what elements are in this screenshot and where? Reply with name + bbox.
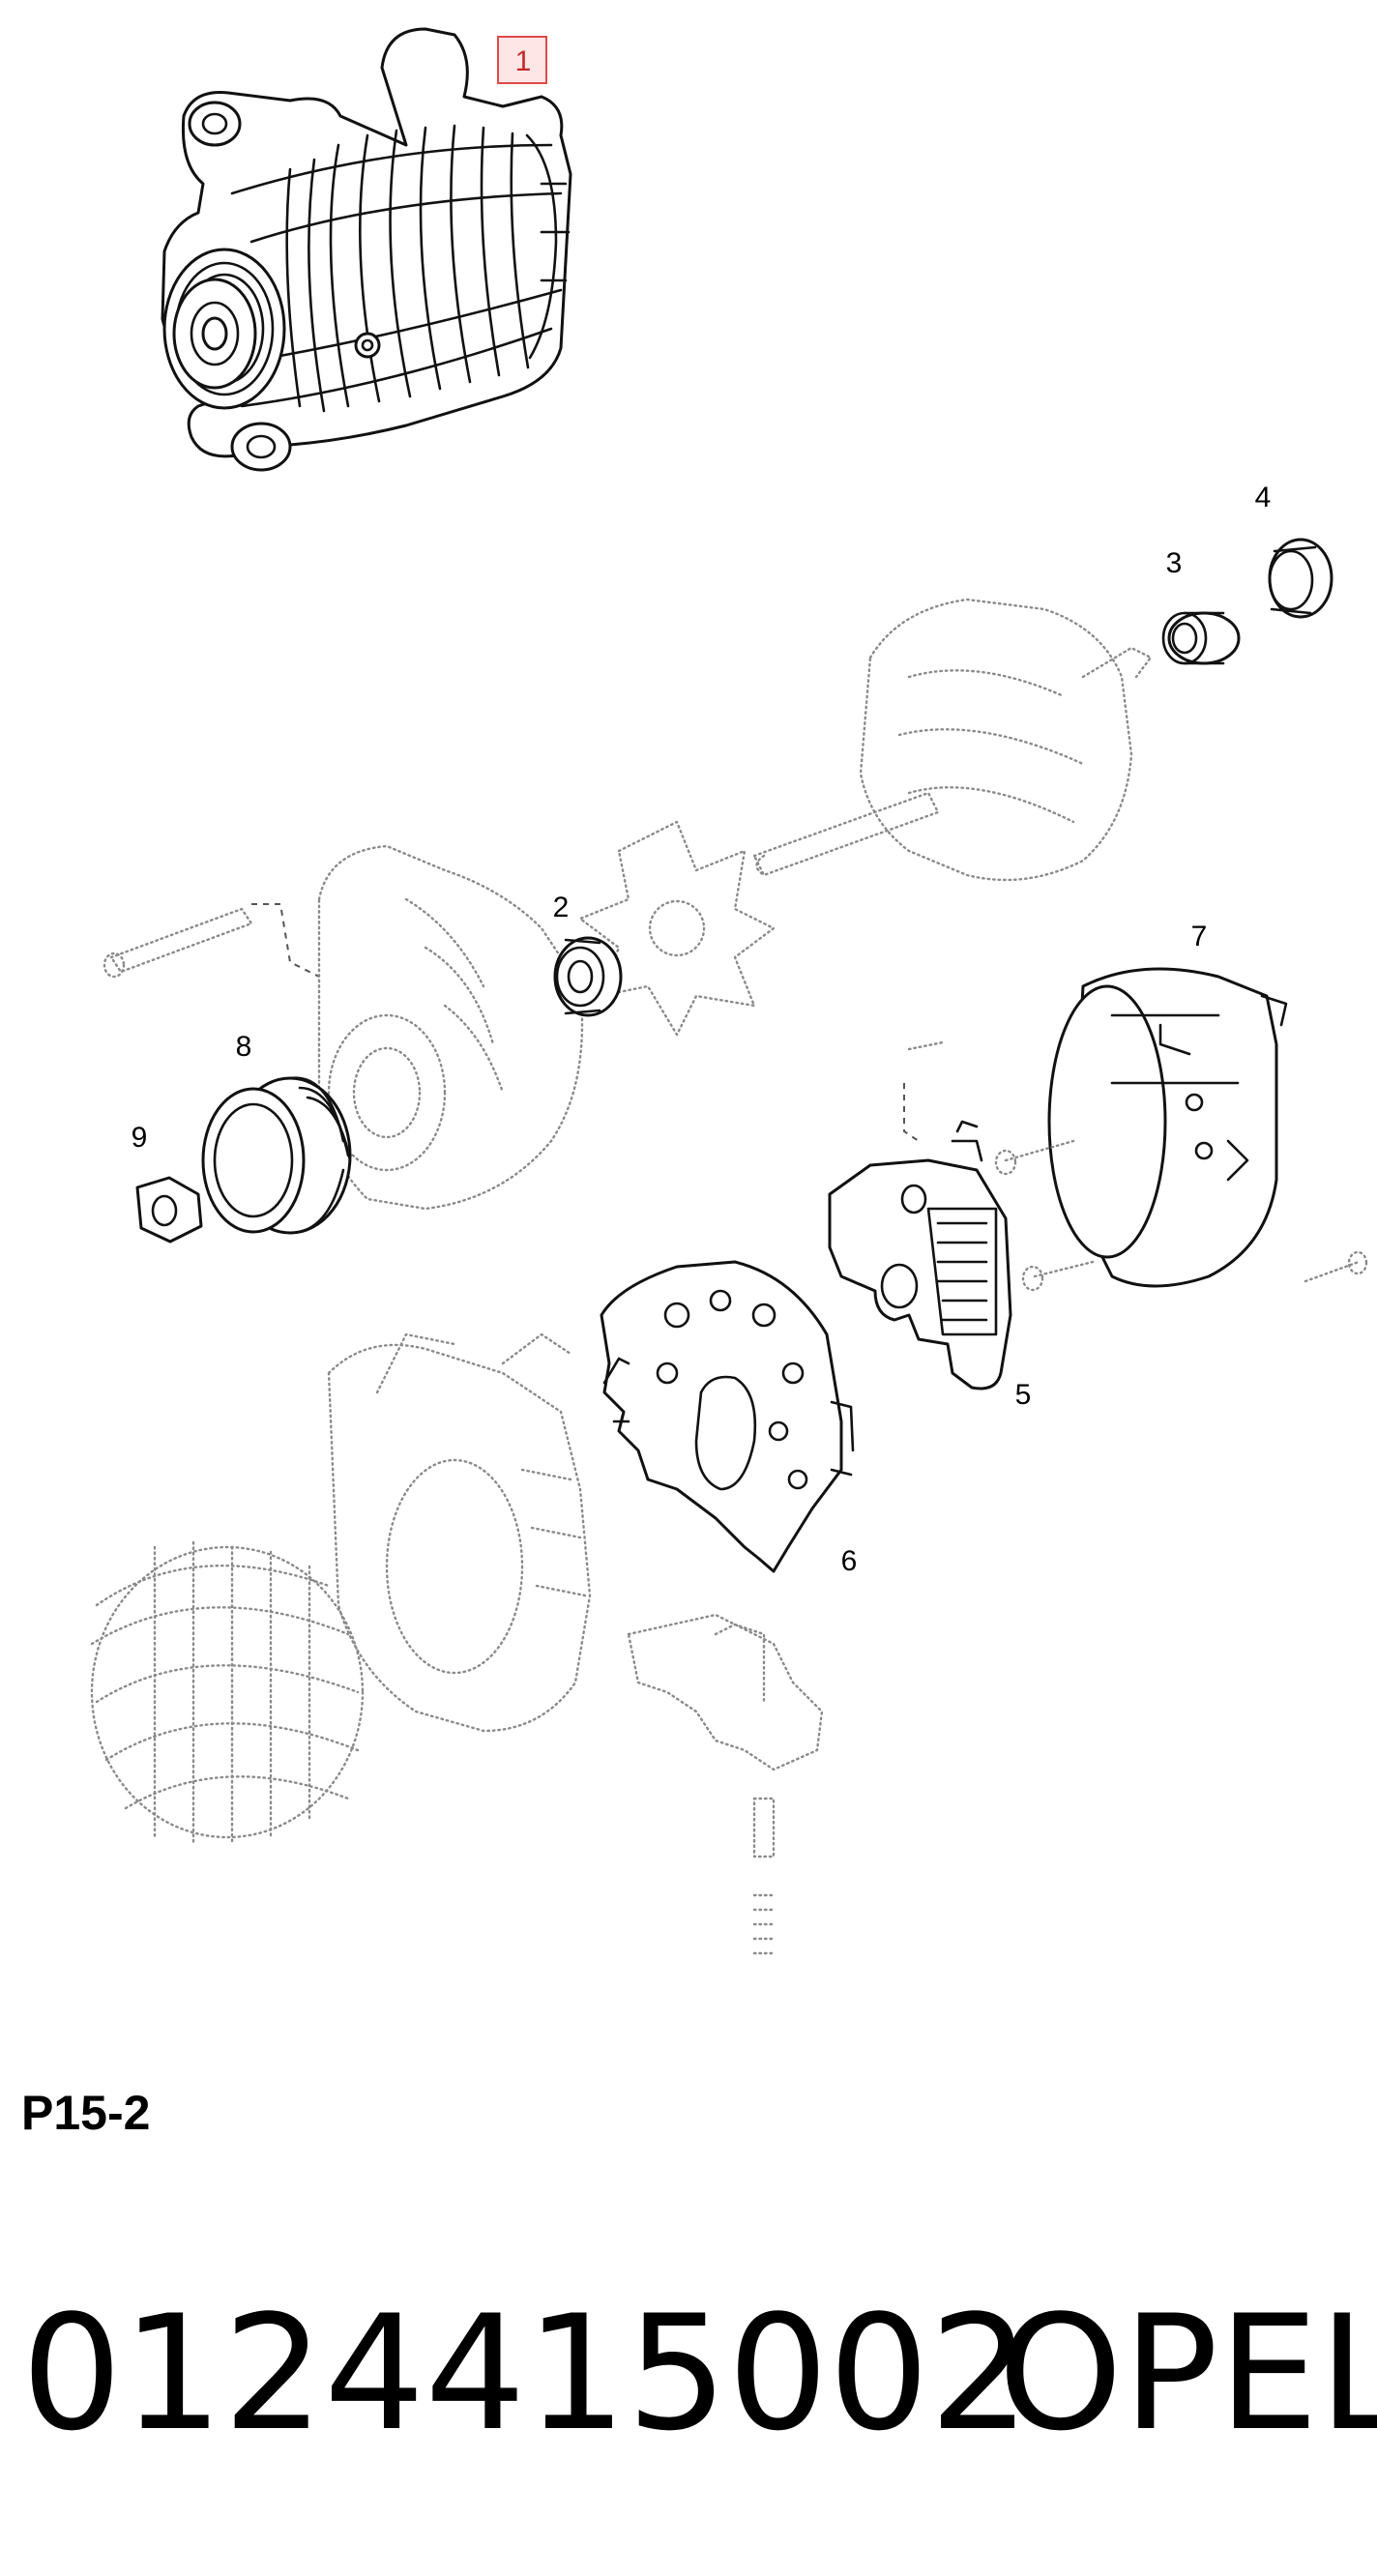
callout-4-label: 4 — [1255, 482, 1272, 513]
front-housing-outline — [103, 844, 584, 1211]
callout-9-label: 9 — [132, 1122, 148, 1154]
callout-1-label: 1 — [515, 45, 532, 77]
rotor-and-fan-outline — [578, 598, 1153, 1037]
part-title-row: 0124415002 OPEL — [21, 2281, 1377, 2466]
retaining-ring-4-drawing — [1268, 538, 1333, 619]
pulley-8-drawing — [201, 1076, 352, 1235]
rectifier-plate-6-drawing — [600, 1260, 855, 1573]
screws-outline — [903, 1040, 1368, 1292]
bearing-3-drawing — [1161, 611, 1241, 665]
alternator-assembly-drawing — [161, 27, 572, 472]
callout-2-label: 2 — [553, 892, 570, 923]
callout-5-label: 5 — [1015, 1379, 1032, 1411]
brand-name: OPEL — [998, 2281, 1377, 2466]
callout-3-label: 3 — [1166, 547, 1183, 579]
stator-and-housing-outline — [90, 1332, 824, 1955]
nut-9-drawing — [135, 1176, 203, 1244]
callout-7-label: 7 — [1191, 921, 1208, 952]
part-number: 0124415002 — [21, 2281, 1031, 2466]
callout-8-label: 8 — [236, 1031, 252, 1063]
page-code: P15-2 — [21, 2086, 151, 2140]
rear-cover-7-drawing — [1047, 967, 1288, 1288]
bearing-2-drawing — [553, 936, 623, 1017]
callout-1-badge[interactable]: 1 — [497, 36, 547, 84]
exploded-parts-diagram: 1 3 4 — [90, 27, 1368, 1955]
regulator-5-drawing — [828, 1120, 1012, 1390]
callout-6-label: 6 — [841, 1545, 858, 1577]
